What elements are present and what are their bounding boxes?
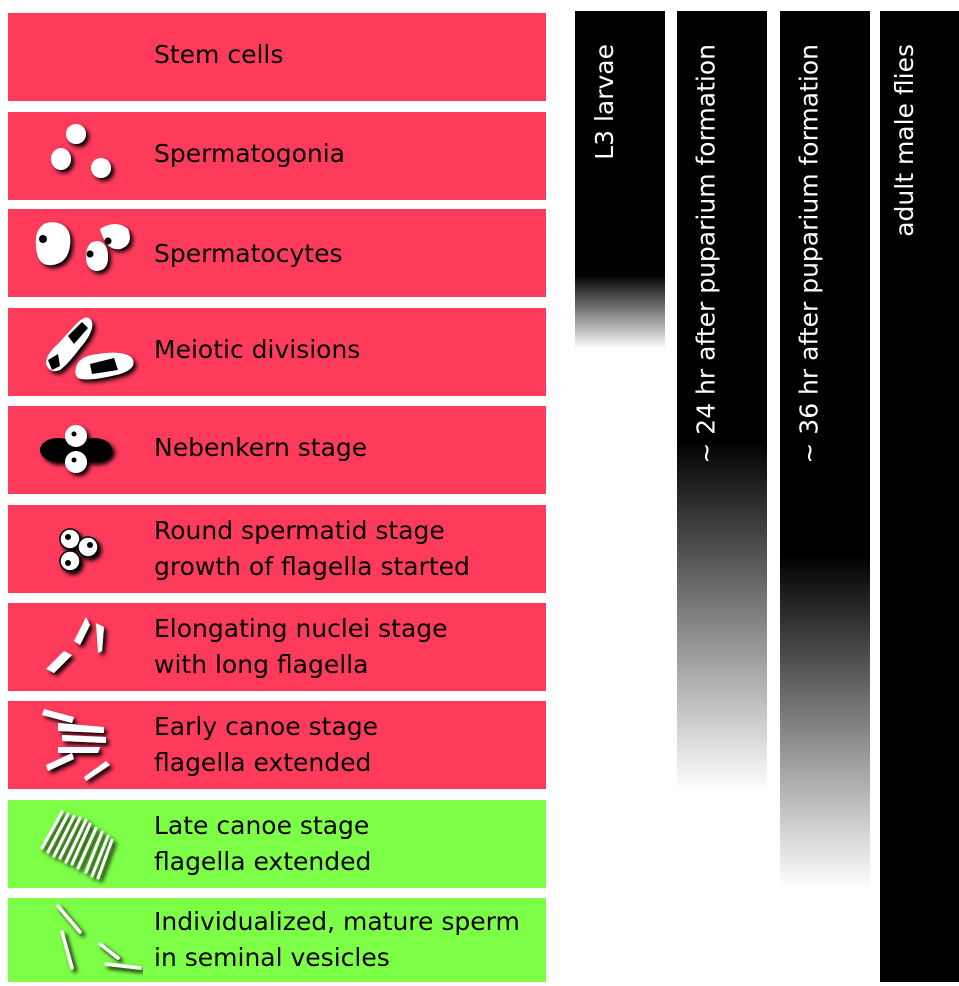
mature-sperm-icon [28,898,143,986]
round-spermatid-icon [28,505,143,593]
stage-label: Nebenkern stage [154,430,367,466]
stage-stem-cells: Stem cells [8,13,546,101]
stage-label: Spermatogonia [154,136,345,172]
stage-label: Stem cells [154,37,283,73]
meiotic-divisions-icon [28,308,143,396]
elongating-nuclei-icon [28,603,143,691]
stage-round-spermatid: Round spermatid stage growth of flagella… [8,505,546,593]
spermatogonia-icon [28,112,143,200]
timepoint-label: ~ 24 hr after puparium formation [692,44,722,464]
stage-spermatocytes: Spermatocytes [8,209,546,297]
timepoint-bar-l3-larvae: L3 larvae [575,11,665,349]
stage-spermatogonia: Spermatogonia [8,112,546,200]
stage-mature-sperm: Individualized, mature sperm in seminal … [8,898,546,982]
nebenkern-icon [28,406,143,494]
stage-elongating-nuclei: Elongating nuclei stage with long flagel… [8,603,546,691]
timepoint-label: adult male flies [890,44,920,237]
stage-label: Individualized, mature sperm in seminal … [154,904,520,976]
stage-label: Spermatocytes [154,236,342,272]
timepoint-bar-24hr: ~ 24 hr after puparium formation [677,11,767,791]
timepoint-bar-36hr: ~ 36 hr after puparium formation [780,11,870,889]
timepoint-label: L3 larvae [590,44,620,160]
early-canoe-icon [28,701,143,789]
stage-label: Elongating nuclei stage with long flagel… [154,611,448,683]
stage-label: Meiotic divisions [154,332,360,368]
stage-meiotic-divisions: Meiotic divisions [8,308,546,396]
timepoint-label: ~ 36 hr after puparium formation [795,44,825,464]
stage-early-canoe: Early canoe stage flagella extended [8,701,546,789]
stage-nebenkern: Nebenkern stage [8,406,546,494]
stage-label: Late canoe stage flagella extended [154,808,371,880]
stage-late-canoe: Late canoe stage flagella extended [8,800,546,888]
late-canoe-icon [28,800,143,888]
spermatocytes-icon [28,209,143,297]
stage-label: Round spermatid stage growth of flagella… [154,513,470,585]
timepoint-bar-adult: adult male flies [880,11,959,982]
stage-label: Early canoe stage flagella extended [154,709,378,781]
